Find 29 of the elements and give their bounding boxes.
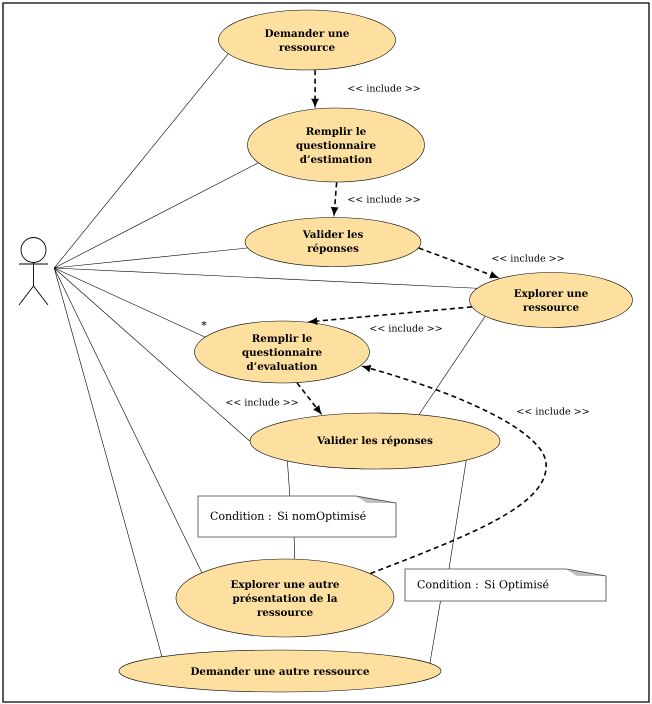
association-line — [418, 316, 486, 415]
dashed-arrow — [296, 382, 322, 414]
dashed-arrow — [309, 306, 472, 325]
association-line — [54, 268, 206, 338]
edge-label: << include >> — [515, 406, 591, 416]
association-line — [287, 460, 290, 496]
edge-label: << include >> — [368, 323, 444, 333]
note-box: Condition : Si Optimisé — [404, 568, 606, 602]
association-line — [294, 536, 296, 560]
association-line — [430, 600, 441, 664]
multiplicity-label: * — [200, 320, 208, 330]
note-box: Condition : Si nomOptimisé — [198, 496, 396, 538]
dashed-arrow — [331, 182, 338, 215]
association-line — [54, 268, 202, 573]
dashed-arrow — [418, 247, 498, 278]
edge-label: << include >> — [490, 253, 566, 263]
association-line — [54, 268, 162, 657]
edge-label: << include >> — [346, 194, 422, 204]
association-line — [54, 162, 258, 268]
association-line — [54, 54, 228, 268]
dashed-arrow — [312, 70, 318, 106]
association-line — [54, 268, 478, 289]
dashed-arrow — [362, 365, 547, 574]
edge-label: << include >> — [224, 397, 300, 407]
association-line — [54, 268, 250, 442]
association-line — [448, 460, 467, 570]
edge-label: << include >> — [346, 83, 422, 93]
actor-figure — [18, 237, 48, 306]
association-line — [54, 248, 248, 268]
